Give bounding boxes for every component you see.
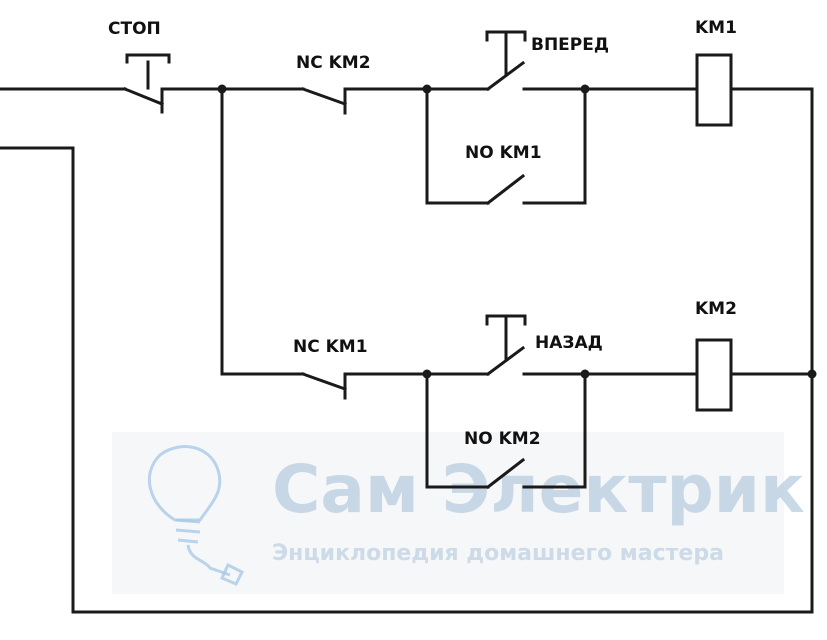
no-km2-contact: [425, 372, 587, 490]
label-back: НАЗАД: [535, 333, 603, 353]
watermark-subtitle: Энциклопедия домашнего мастера: [272, 541, 724, 566]
lightbulb-icon: [147, 445, 245, 586]
km2-coil: [695, 338, 733, 412]
label-no-km2: NO KM2: [464, 429, 541, 449]
label-stop: СТОП: [108, 19, 161, 39]
nc-km1-contact: [301, 372, 429, 400]
label-km2: KM2: [695, 299, 737, 319]
label-km1: KM1: [695, 18, 737, 38]
label-nc-km2: NC KM2: [296, 53, 371, 73]
watermark-box: [112, 432, 784, 594]
stop-pushbutton: [123, 53, 224, 114]
nc-km2-contact: [301, 87, 429, 115]
forward-pushbutton: [425, 30, 587, 92]
junction-node: [807, 369, 817, 379]
return-wire: [0, 146, 814, 614]
back-pushbutton: [425, 314, 587, 377]
label-no-km1: NO KM1: [465, 143, 542, 163]
label-nc-km1: NC KM1: [293, 337, 368, 357]
km1-coil: [695, 53, 733, 127]
no-km1-contact: [425, 87, 587, 206]
watermark-title: Сам Электрик: [272, 451, 805, 528]
label-forward: ВПЕРЕД: [531, 35, 609, 55]
